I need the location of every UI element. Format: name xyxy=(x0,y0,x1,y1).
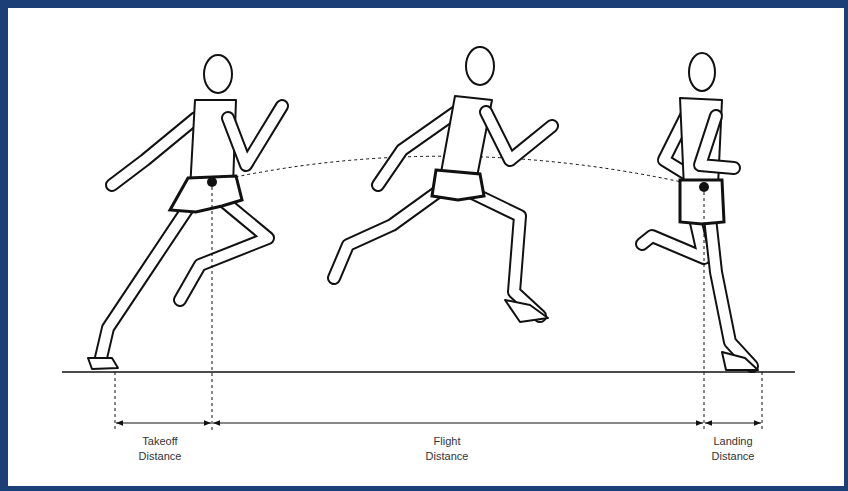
shoe xyxy=(505,300,548,322)
head xyxy=(466,47,494,85)
dimension-line xyxy=(116,423,211,424)
dimension-line xyxy=(705,423,761,424)
head xyxy=(689,53,715,91)
shoe xyxy=(88,358,118,369)
ground-line xyxy=(62,371,795,373)
dimension-label: Takeoff Distance xyxy=(131,434,189,464)
leg xyxy=(334,186,446,278)
leg xyxy=(462,188,540,316)
arm xyxy=(228,106,282,165)
arm xyxy=(486,112,552,160)
figure-panel xyxy=(8,8,844,486)
leg xyxy=(708,200,752,366)
hip-point xyxy=(699,182,709,192)
shorts xyxy=(680,180,724,224)
dimension-guide xyxy=(762,372,763,432)
leg xyxy=(100,190,200,362)
arm xyxy=(112,118,196,185)
arm xyxy=(700,116,734,168)
leg xyxy=(462,188,540,316)
shoe xyxy=(722,352,758,370)
dimension-label: Landing Distance xyxy=(704,434,762,464)
shorts xyxy=(432,170,484,200)
dimension-label: Flight Distance xyxy=(418,434,476,464)
arm xyxy=(700,116,734,168)
leg xyxy=(100,190,200,362)
arm xyxy=(112,118,196,185)
arm xyxy=(486,112,552,160)
dimension-guide xyxy=(115,372,116,432)
hip-point xyxy=(207,177,217,187)
leg xyxy=(334,186,446,278)
leg xyxy=(708,200,752,366)
runner-takeoff xyxy=(88,55,282,369)
runner-landing xyxy=(642,53,758,370)
arm xyxy=(228,106,282,165)
head xyxy=(204,55,232,93)
dimension-guide xyxy=(212,187,213,432)
runner-flight xyxy=(334,47,552,322)
shorts xyxy=(170,176,242,212)
dimension-guide xyxy=(704,192,705,432)
dimension-line xyxy=(213,423,703,424)
